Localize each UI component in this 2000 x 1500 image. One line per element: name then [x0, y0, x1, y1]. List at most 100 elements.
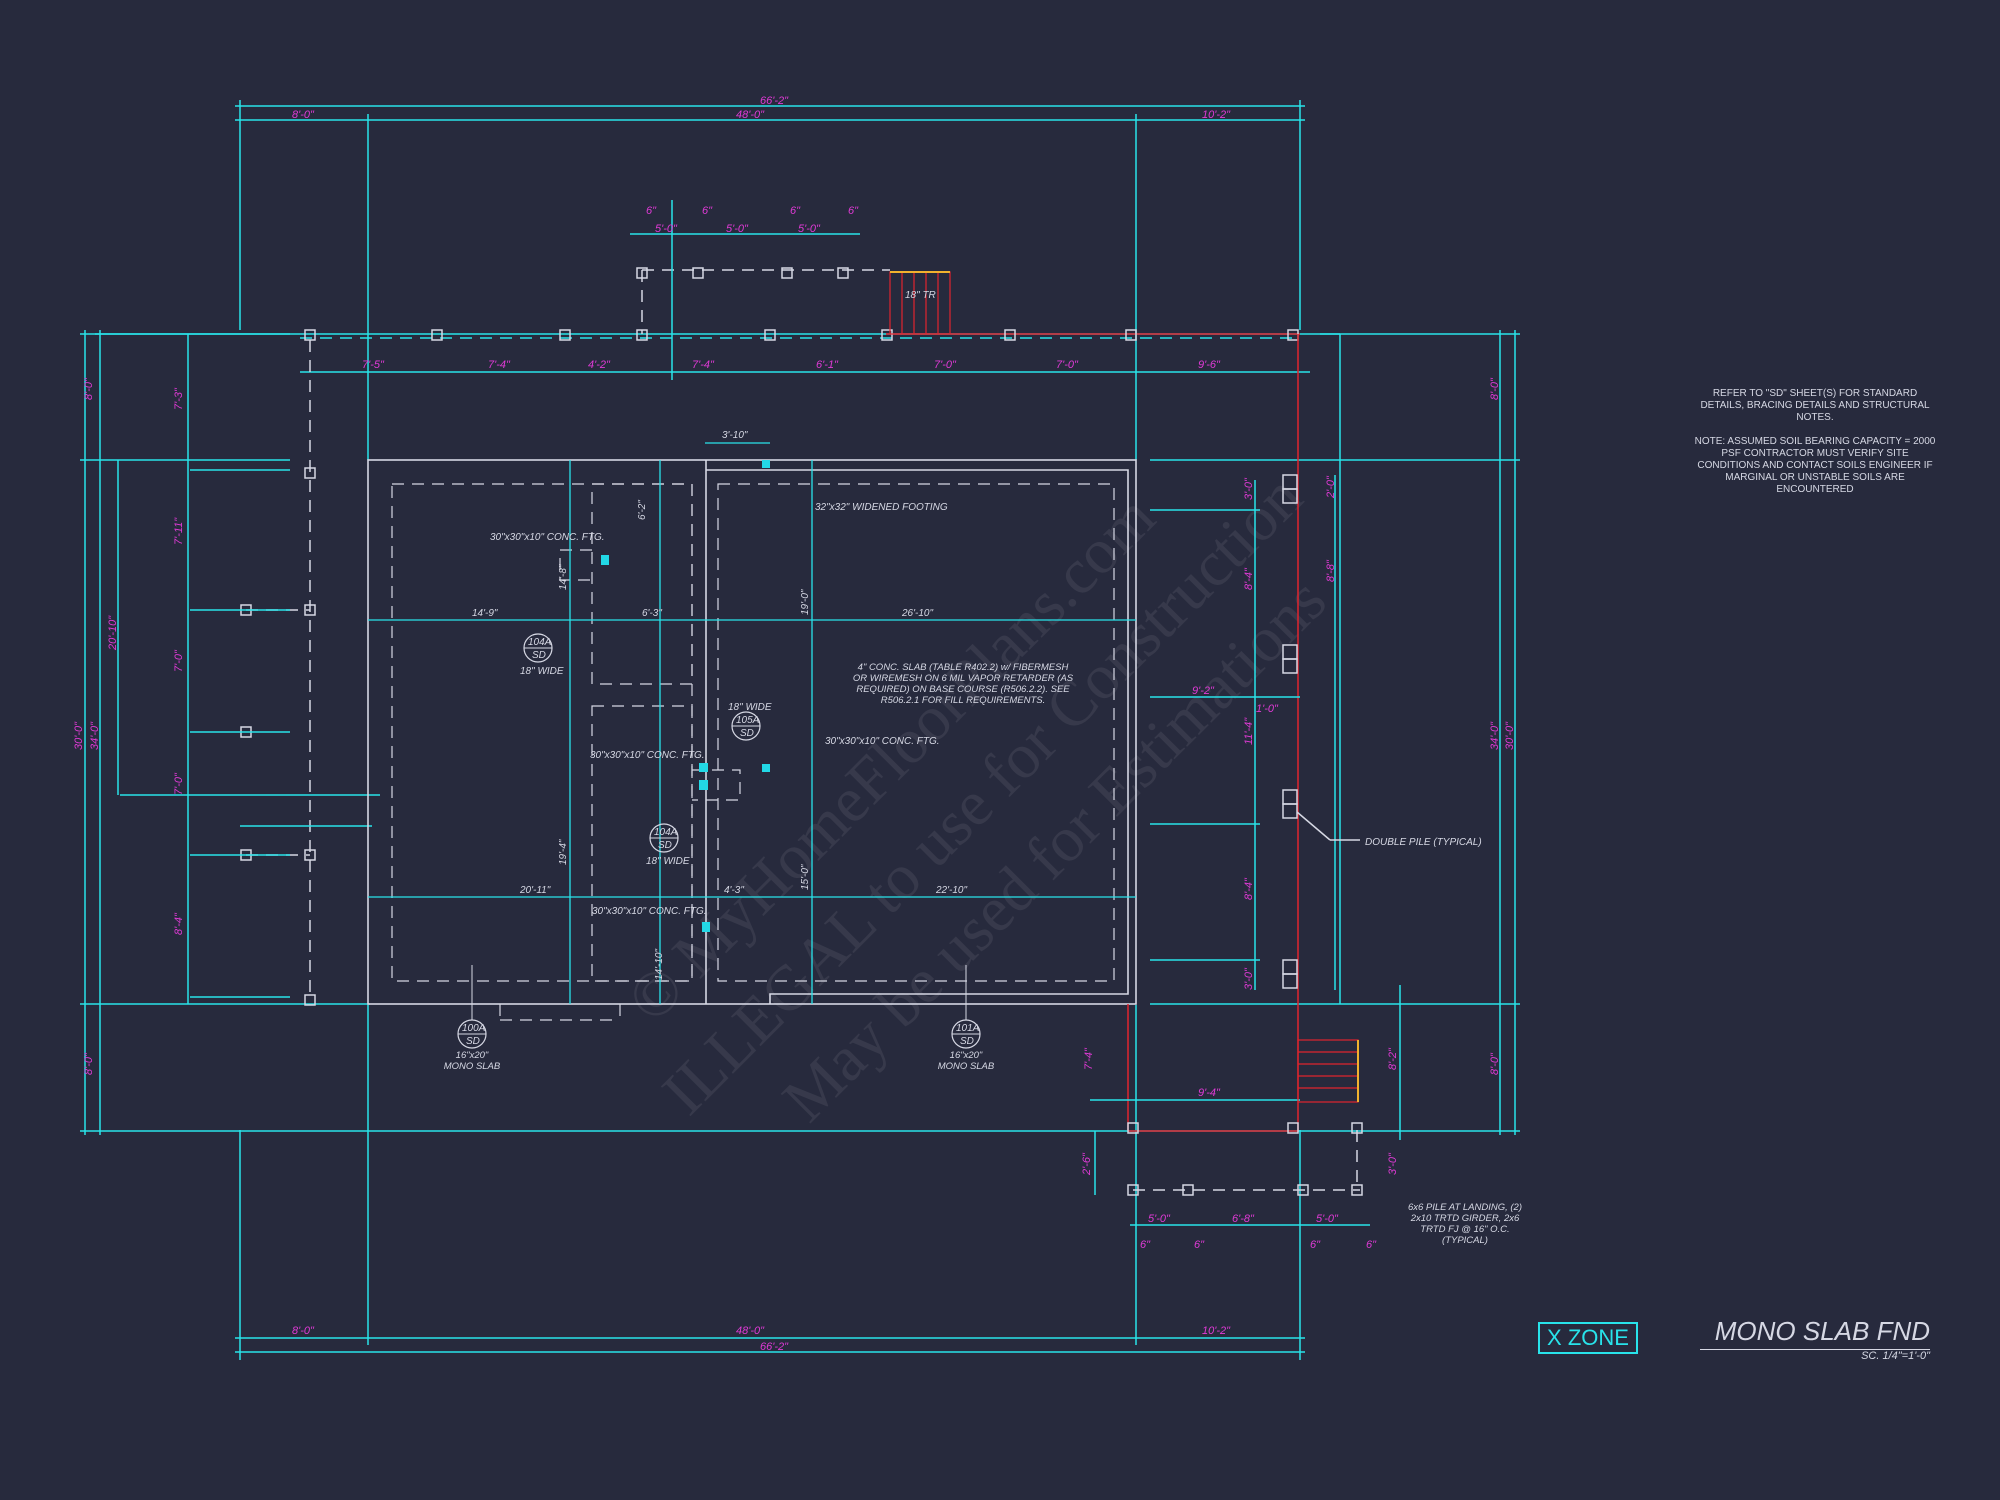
landing-dim-s2: 6" — [1194, 1239, 1205, 1251]
section-tag-100a: 100A SD 16"x20" MONO SLAB — [443, 965, 501, 1072]
tag-101a-note-box: 16"x20" MONO SLAB — [937, 1050, 995, 1072]
right-dim-2-0: 2'-0" — [1325, 475, 1337, 499]
section-tag-101a: 101A SD 16"x20" MONO SLAB — [937, 965, 995, 1072]
dim-6-3: 6'-3" — [642, 608, 662, 619]
watermark-line-3: May be used for Estimations — [769, 564, 1340, 1135]
dim-left-8-0-bottom: 8'-0" — [83, 1052, 95, 1075]
slab-note: 4" CONC. SLAB (TABLE R402.2) w/ FIBERMES… — [852, 662, 1074, 706]
dim-bottom-left: 8'-0" — [292, 1325, 315, 1337]
pile-dim-8: 9'-6" — [1198, 359, 1221, 371]
tag-101a-id: 101A — [956, 1023, 980, 1034]
dim-4-3: 4'-3" — [724, 885, 744, 896]
landing-dim-9-4: 9'-4" — [1198, 1087, 1221, 1099]
dim-top-right: 10'-2" — [1202, 109, 1231, 121]
landing-dim-6-8: 6'-8" — [1232, 1213, 1255, 1225]
stair-label-top: 18" TR — [905, 290, 936, 301]
left-dim-5: 8'-4" — [173, 912, 185, 935]
pile-dim-1: 7'-5" — [362, 359, 385, 371]
dim-bottom-mid: 48'-0" — [736, 1325, 765, 1337]
landing-note-box: 6x6 PILE AT LANDING, (2) 2x10 TRTD GIRDE… — [1407, 1202, 1523, 1246]
right-dim-3-0-top: 3'-0" — [1243, 477, 1255, 500]
left-dim-1: 7'-3" — [173, 387, 185, 410]
tag-104a-2-sheet: SD — [658, 840, 672, 851]
landing-dim-8-2: 8'-2" — [1387, 1047, 1399, 1070]
pile-dim-6: 7'-0" — [934, 359, 957, 371]
tag-104a-1-note: 18" WIDE — [520, 666, 564, 677]
dim-1-0: 1'-0" — [1256, 703, 1279, 715]
drawing-title: MONO SLAB FND — [1700, 1316, 1930, 1350]
dim-left-8-0-top: 8'-0" — [83, 377, 95, 400]
pile-dim-5: 6'-1" — [816, 359, 839, 371]
dim-22-10: 22'-10" — [935, 885, 967, 896]
porch-dim-3: 5'-0" — [798, 223, 821, 235]
front-stair — [889, 271, 951, 335]
rear-stair — [1297, 1039, 1359, 1103]
dim-20-11: 20'-11" — [519, 885, 551, 896]
porch-dim-2: 5'-0" — [726, 223, 749, 235]
porch-dim-s3: 6" — [790, 205, 801, 217]
top-dimensions — [235, 100, 1305, 460]
right-dim-3-0-bottom: 3'-0" — [1243, 967, 1255, 990]
tag-100a-note: 16"x20" MONO SLAB — [443, 1050, 501, 1072]
porch-dim-1: 5'-0" — [655, 223, 678, 235]
dim-left-30-0: 30'-0" — [73, 721, 85, 750]
front-porch-piles — [95, 200, 1340, 380]
landing-dim-s3: 6" — [1310, 1239, 1321, 1251]
ftg-callout-3: 30"x30"x10" CONC. FTG. — [592, 906, 707, 917]
flood-zone-label: X ZONE — [1538, 1322, 1638, 1354]
landing-dim-s4: 6" — [1366, 1239, 1377, 1251]
landing-note: 6x6 PILE AT LANDING, (2) 2x10 TRTD GIRDE… — [1407, 1202, 1523, 1246]
section-tag-104a-2: 104A SD 18" WIDE — [646, 823, 690, 867]
dim-6-2: 6'-2" — [637, 500, 648, 520]
porch-dim-s1: 6" — [646, 205, 657, 217]
watermark-line-2: ILLEGAL to use for Construction — [649, 461, 1316, 1128]
left-dim-3: 7'-0" — [173, 649, 185, 672]
dim-14-10: 14'-10" — [654, 949, 665, 980]
dim-left-34-0: 34'-0" — [89, 721, 101, 750]
dim-top-left: 8'-0" — [292, 109, 315, 121]
drawing-scale: SC. 1/4"=1'-0" — [1861, 1350, 1930, 1362]
section-tag-105a: 105A SD 18" WIDE — [728, 702, 772, 741]
note-soil-bearing: NOTE: ASSUMED SOIL BEARING CAPACITY = 20… — [1694, 436, 1936, 495]
ftg-callout-4: 30"x30"x10" CONC. FTG. — [825, 736, 940, 747]
landing-dim-5-0-b: 5'-0" — [1316, 1213, 1339, 1225]
left-dim-2: 7'-11" — [173, 517, 185, 545]
pile-dim-2: 7'-4" — [488, 359, 511, 371]
ftg-callout-2: 30"x30"x10" CONC. FTG. — [590, 750, 705, 761]
porch-dim-s2: 6" — [702, 205, 713, 217]
general-notes: REFER TO "SD" SHEET(S) FOR STANDARD DETA… — [1690, 388, 1940, 508]
dim-right-8-0-bottom: 8'-0" — [1489, 1052, 1501, 1075]
pile-dim-4: 7'-4" — [692, 359, 715, 371]
dim-9-2: 9'-2" — [1192, 685, 1215, 697]
tag-101a-note: 16"x20" MONO SLAB — [937, 1050, 995, 1072]
interior-footing-outlines — [391, 483, 1115, 1021]
tag-104a-1-id: 104A — [528, 637, 552, 648]
porch-dim-s4: 6" — [848, 205, 859, 217]
tag-101a-sheet: SD — [960, 1036, 974, 1047]
landing-dim-2-6: 2'-6" — [1081, 1152, 1093, 1176]
landing-dim-5-0-a: 5'-0" — [1148, 1213, 1171, 1225]
dim-19-4: 19'-4" — [558, 839, 569, 865]
pile-dim-3: 4'-2" — [588, 359, 611, 371]
dim-left-20-10: 20'-10" — [107, 615, 119, 651]
left-porch-piles — [120, 334, 380, 1006]
landing-dim-s1: 6" — [1140, 1239, 1151, 1251]
dim-3-10: 3'-10" — [722, 430, 748, 441]
right-dim-8-4-bottom: 8'-4" — [1243, 877, 1255, 900]
tag-100a-note-box: 16"x20" MONO SLAB — [443, 1050, 501, 1072]
dim-right-34-0: 34'-0" — [1489, 721, 1501, 750]
tag-104a-2-note: 18" WIDE — [646, 856, 690, 867]
landing-dim-3-0: 3'-0" — [1387, 1152, 1399, 1175]
dim-bottom-overall: 66'-2" — [760, 1341, 789, 1353]
dim-26-10: 26'-10" — [901, 608, 933, 619]
slab-note-box: 4" CONC. SLAB (TABLE R402.2) w/ FIBERMES… — [852, 662, 1074, 706]
ftg-callout-1: 30"x30"x10" CONC. FTG. — [490, 532, 605, 543]
right-dim-11-4: 11'-4" — [1243, 717, 1255, 745]
dim-right-30-0: 30'-0" — [1504, 721, 1516, 750]
slab-outline — [367, 459, 1137, 1005]
tag-104a-1-sheet: SD — [532, 650, 546, 661]
side-dimensions — [80, 330, 1520, 1135]
bottom-dimensions — [235, 1005, 1305, 1360]
dim-top-mid: 48'-0" — [736, 109, 765, 121]
dim-bottom-right: 10'-2" — [1202, 1325, 1231, 1337]
